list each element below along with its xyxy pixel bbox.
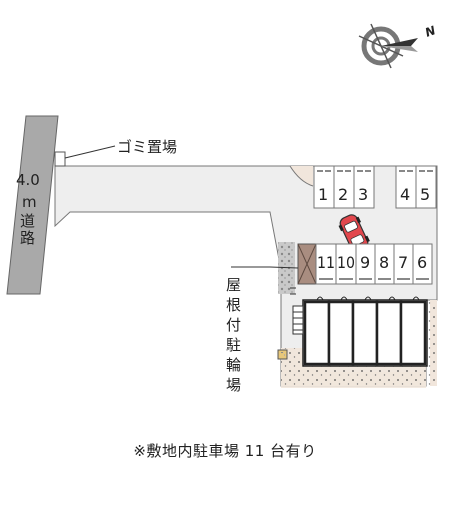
road-width: 4.0 xyxy=(16,171,40,189)
space-8: 8 xyxy=(379,253,389,272)
space-9: 9 xyxy=(360,253,370,272)
road-label: 4.0 m 道 路 xyxy=(16,171,40,247)
garbage-station xyxy=(54,151,66,167)
road-unit: m xyxy=(22,193,37,211)
space-6: 6 xyxy=(417,253,427,272)
parking-caption: ※敷地内駐車場 11 台有り xyxy=(133,442,317,460)
bike-char-1: 屋 xyxy=(226,276,241,294)
road xyxy=(6,115,59,295)
space-3: 3 xyxy=(358,185,368,204)
bike-char-3: 付 xyxy=(226,316,241,334)
compass-north-label: N xyxy=(423,23,437,40)
parking-top-row-right: 4 5 xyxy=(395,165,437,209)
garbage-label: ゴミ置場 xyxy=(117,138,177,156)
bike-parking-label: 屋 根 付 駐 輪 場 xyxy=(226,276,241,394)
space-2: 2 xyxy=(338,185,348,204)
space-4: 4 xyxy=(400,185,410,204)
space-11: 11 xyxy=(317,253,335,272)
bike-parking-leader xyxy=(231,266,299,269)
bike-char-2: 根 xyxy=(226,296,241,314)
road-label-2: 路 xyxy=(20,229,35,247)
bike-char-5: 輪 xyxy=(226,356,241,374)
road-label-1: 道 xyxy=(20,212,35,230)
space-10: 10 xyxy=(337,253,355,272)
bike-char-6: 場 xyxy=(226,376,241,394)
space-7: 7 xyxy=(398,253,408,272)
bike-char-4: 駐 xyxy=(226,336,241,354)
space-5: 5 xyxy=(420,185,430,204)
space-1: 1 xyxy=(318,185,328,204)
building xyxy=(302,296,428,367)
parking-top-row: 1 2 3 xyxy=(313,165,375,209)
compass-icon: N xyxy=(358,23,437,69)
corner-planting xyxy=(290,166,313,186)
stairs xyxy=(292,305,304,335)
parking-bottom-row: 11 10 9 8 7 6 xyxy=(315,243,433,285)
